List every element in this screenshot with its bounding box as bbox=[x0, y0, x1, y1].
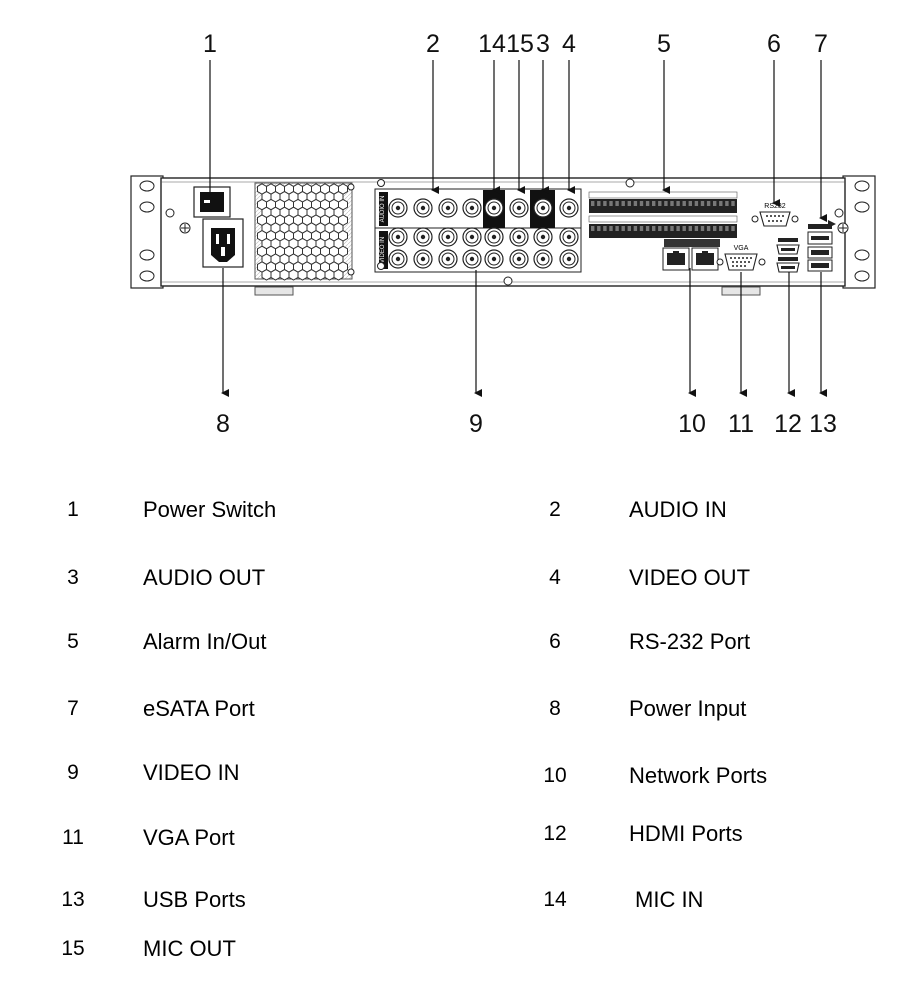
legend-label: eSATA Port bbox=[143, 696, 255, 721]
rear-panel-diagram: AUDIO IN VIDEO IN RS2 bbox=[0, 0, 908, 460]
legend-label: VIDEO IN bbox=[143, 760, 240, 785]
callout-12: 12 bbox=[774, 410, 802, 438]
vga-panel-label: VGA bbox=[734, 245, 749, 252]
alarm-terminals bbox=[588, 191, 738, 238]
callout-10: 10 bbox=[678, 410, 706, 438]
legend-label: Alarm In/Out bbox=[143, 629, 267, 654]
legend-number: 3 bbox=[67, 566, 79, 589]
callout-4: 4 bbox=[562, 30, 576, 58]
callout-13: 13 bbox=[809, 410, 837, 438]
network-ports bbox=[662, 239, 720, 271]
fan-grill bbox=[254, 182, 355, 281]
legend-label: AUDIO OUT bbox=[143, 565, 266, 590]
legend-number: 11 bbox=[62, 826, 84, 849]
legend-number: 13 bbox=[61, 888, 85, 911]
legend-label: AUDIO IN bbox=[629, 497, 727, 522]
legend-label: Network Ports bbox=[629, 763, 768, 788]
video-in-panel-label: VIDEO IN bbox=[380, 237, 386, 263]
legend-label: VIDEO OUT bbox=[629, 565, 751, 590]
legend-label: VGA Port bbox=[143, 825, 235, 850]
esata-usb-ports bbox=[807, 220, 836, 272]
legend-label: MIC OUT bbox=[143, 936, 236, 961]
rack-ear-left bbox=[130, 175, 164, 289]
legend-number: 6 bbox=[549, 630, 561, 653]
legend-number: 10 bbox=[543, 764, 567, 787]
legend-number: 1 bbox=[67, 498, 79, 521]
power-input bbox=[202, 218, 244, 268]
callout-15: 15 bbox=[506, 30, 534, 58]
hdmi-ports bbox=[776, 238, 800, 273]
av-connector-block: AUDIO IN VIDEO IN bbox=[374, 179, 582, 273]
callout-5: 5 bbox=[657, 30, 671, 58]
legend-label: USB Ports bbox=[143, 887, 246, 912]
audio-in-panel-label: AUDIO IN bbox=[380, 196, 386, 223]
rs232-panel-label: RS232 bbox=[764, 203, 786, 210]
legend-label: RS-232 Port bbox=[629, 629, 751, 654]
callout-11: 11 bbox=[728, 410, 754, 438]
callout-2: 2 bbox=[426, 30, 440, 58]
legend-label: Power Input bbox=[629, 696, 747, 721]
legend-number: 2 bbox=[549, 498, 561, 521]
legend-number: 9 bbox=[67, 761, 79, 784]
callout-1: 1 bbox=[203, 30, 217, 58]
legend-label: Power Switch bbox=[143, 497, 277, 522]
callout-8: 8 bbox=[216, 410, 230, 438]
legend-number: 8 bbox=[549, 697, 561, 720]
legend-number: 15 bbox=[61, 937, 85, 960]
vga-port: VGA bbox=[716, 245, 766, 271]
legend-number: 5 bbox=[67, 630, 79, 653]
power-switch bbox=[193, 186, 231, 218]
rear-panel-drawing: AUDIO IN VIDEO IN RS2 bbox=[130, 60, 876, 397]
callout-leaders bbox=[208, 60, 827, 397]
legend-number: 14 bbox=[543, 888, 567, 911]
legend-number: 12 bbox=[543, 822, 567, 845]
callout-7: 7 bbox=[814, 30, 828, 58]
callout-9: 9 bbox=[469, 410, 483, 438]
rack-ear-right bbox=[842, 175, 876, 289]
legend-number: 7 bbox=[67, 697, 79, 720]
legend-label: MIC IN bbox=[635, 887, 704, 912]
legend-number: 4 bbox=[549, 566, 561, 589]
callout-14: 14 bbox=[478, 30, 506, 58]
callout-3: 3 bbox=[536, 30, 550, 58]
legend-label: HDMI Ports bbox=[629, 821, 743, 846]
callout-6: 6 bbox=[767, 30, 781, 58]
